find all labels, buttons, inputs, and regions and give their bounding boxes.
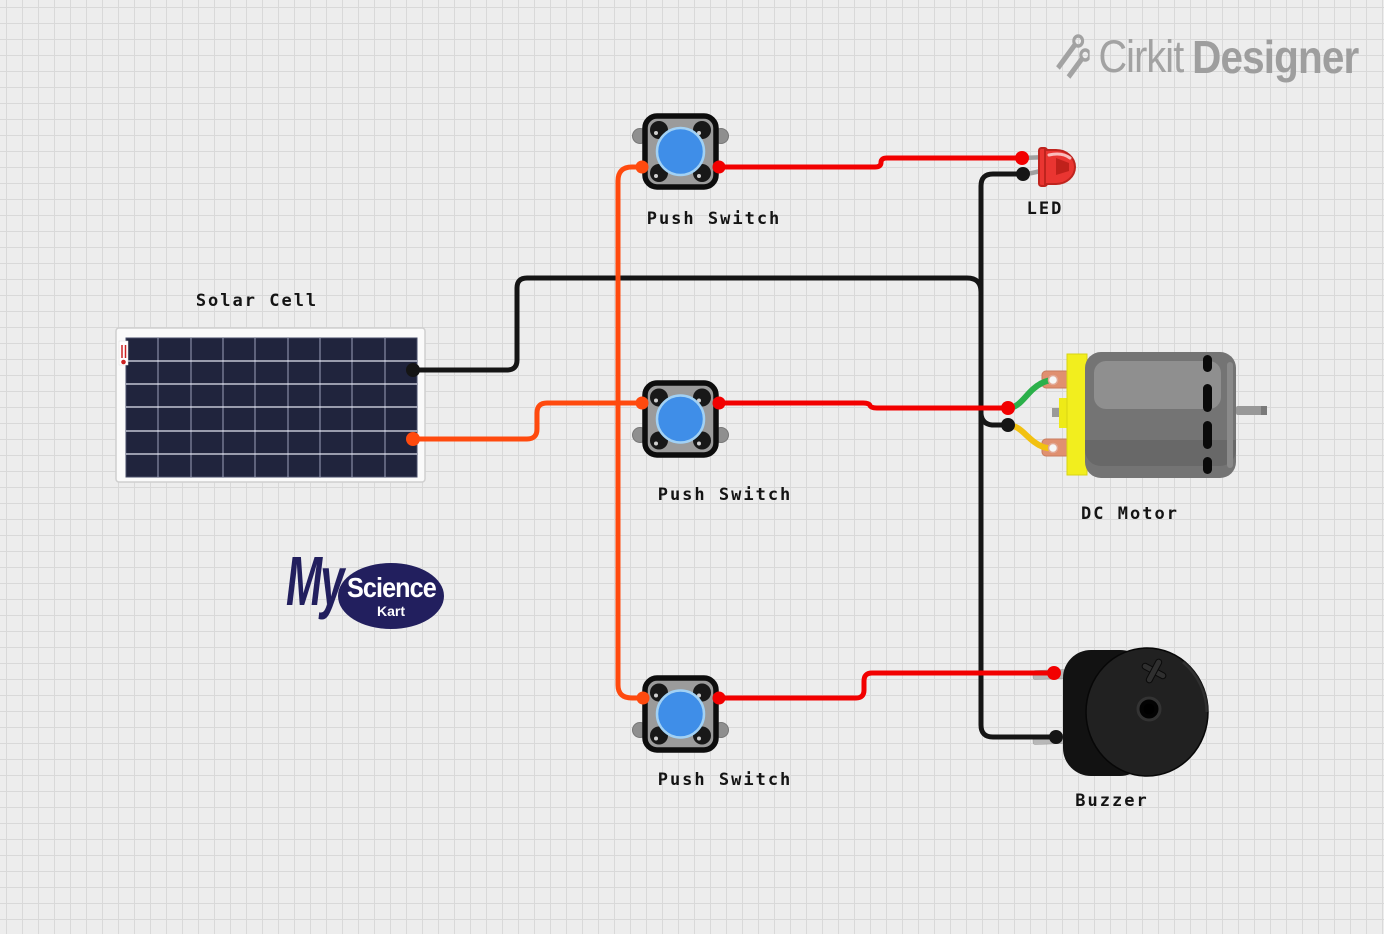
solar-panel-sticker-text <box>121 345 127 358</box>
pin-dot-led-cathode[interactable] <box>1016 167 1030 181</box>
pin-dot-switch3-left[interactable] <box>636 691 650 705</box>
pin-dot-buzzer-negative[interactable] <box>1049 730 1063 744</box>
wire-red-switch2-to-motor[interactable] <box>716 400 1011 411</box>
solar-panel-cell-rows <box>126 360 417 455</box>
wire-orange-solar-positive[interactable] <box>410 400 645 442</box>
buzzer-polarity-plus <box>1141 658 1167 684</box>
logo-name-text: Science <box>346 572 437 603</box>
solar-panel-sticker <box>118 340 129 366</box>
motor-front-shaft-nub <box>1052 408 1064 417</box>
switch-button[interactable] <box>655 689 706 739</box>
led-glint <box>1047 152 1072 160</box>
pin-dot-solar-positive[interactable] <box>406 432 420 446</box>
motor-vent-slot <box>1203 421 1212 449</box>
motor-endcap-highlight <box>1227 362 1233 468</box>
component-dc-motor[interactable] <box>1041 352 1267 478</box>
component-push-switch-2[interactable] <box>632 380 729 458</box>
switch-pin-glint <box>654 736 658 741</box>
motor-vent-slot <box>1203 384 1212 412</box>
motor-vent-slot <box>1203 457 1212 474</box>
watermark-brand-text: Cirkit <box>1098 31 1184 82</box>
label-push-switch-3[interactable]: Push Switch <box>657 770 793 790</box>
switch-pin-glint <box>654 398 658 403</box>
component-push-switch-3[interactable] <box>632 675 729 753</box>
switch-pin-glint <box>697 174 701 178</box>
pin-dot-led-anode[interactable] <box>1015 151 1029 165</box>
label-buzzer[interactable]: Buzzer <box>1075 791 1149 811</box>
buzzer-sound-hole-center <box>1143 703 1155 715</box>
buzzer-face-highlight <box>1182 660 1209 713</box>
wire-black-led-to-buzzer[interactable] <box>978 171 1059 740</box>
switch-pin-glint <box>654 693 658 698</box>
pin-dot-buzzer-positive[interactable] <box>1047 666 1061 680</box>
pin-dot-solar-negative[interactable] <box>406 363 420 377</box>
pin-dot-switch1-left[interactable] <box>635 160 649 174</box>
watermark-product-text: Designer <box>1191 31 1359 83</box>
motor-shaft-tip <box>1261 406 1267 415</box>
wire-black-motor-branch[interactable] <box>978 411 1011 428</box>
my-science-kart-logo[interactable]: My Science Kart <box>286 542 444 629</box>
component-buzzer[interactable] <box>1032 647 1209 777</box>
switch-pin-glint <box>654 131 658 135</box>
wire-red-switch1-to-led[interactable] <box>716 155 1025 170</box>
label-solar-cell[interactable]: Solar Cell <box>195 291 319 311</box>
cirkit-logo-icon <box>1055 34 1090 79</box>
logo-ellipse: Science Kart <box>338 563 444 629</box>
switch-pin-glint <box>654 441 658 446</box>
pin-dot-switch1-right[interactable] <box>712 160 726 174</box>
wire-yellow-motor-negative[interactable] <box>1006 422 1056 452</box>
pin-dot-motor-positive[interactable] <box>1001 401 1015 415</box>
motor-terminal-hole <box>1047 374 1059 386</box>
pin-dot-switch3-right[interactable] <box>712 691 726 705</box>
plus-bar-v <box>1145 658 1163 684</box>
led-chip <box>1056 158 1069 175</box>
label-push-switch-1[interactable]: Push Switch <box>646 209 782 229</box>
pin-dot-switch2-left[interactable] <box>635 396 649 410</box>
label-push-switch-2[interactable]: Push Switch <box>657 485 793 505</box>
motor-shaft <box>1236 406 1266 415</box>
pin-dot-motor-negative[interactable] <box>1001 418 1015 432</box>
wire-black-solar-negative[interactable] <box>410 275 984 373</box>
pin-dot-switch2-right[interactable] <box>712 396 726 410</box>
label-led[interactable]: LED <box>1026 199 1064 219</box>
switch-button[interactable] <box>655 394 706 444</box>
switch-button[interactable] <box>655 126 706 177</box>
component-solar-cell[interactable] <box>115 327 426 483</box>
solar-panel-sticker-mark <box>121 359 126 365</box>
component-led[interactable] <box>1019 147 1076 187</box>
label-dc-motor[interactable]: DC Motor <box>1081 504 1179 524</box>
motor-body-highlight <box>1094 361 1221 409</box>
logo-sub-text: Kart <box>376 603 405 619</box>
motor-terminal-hole <box>1047 442 1059 454</box>
motor-bracket <box>1066 353 1088 476</box>
wire-orange-switch-bus[interactable] <box>615 164 646 701</box>
switch-pin-glint <box>697 441 701 446</box>
wire-green-motor-positive[interactable] <box>1006 377 1056 411</box>
component-push-switch-1[interactable] <box>632 113 729 190</box>
motor-vent-slot <box>1203 355 1212 372</box>
wire-red-switch3-to-buzzer[interactable] <box>716 670 1057 701</box>
switch-pin-glint <box>654 174 658 178</box>
motor-body-shadow <box>1085 440 1236 466</box>
switch-pin-glint <box>697 736 701 741</box>
cirkit-designer-watermark: Cirkit Designer <box>1051 30 1359 84</box>
logo-prefix-text: My <box>286 542 344 620</box>
